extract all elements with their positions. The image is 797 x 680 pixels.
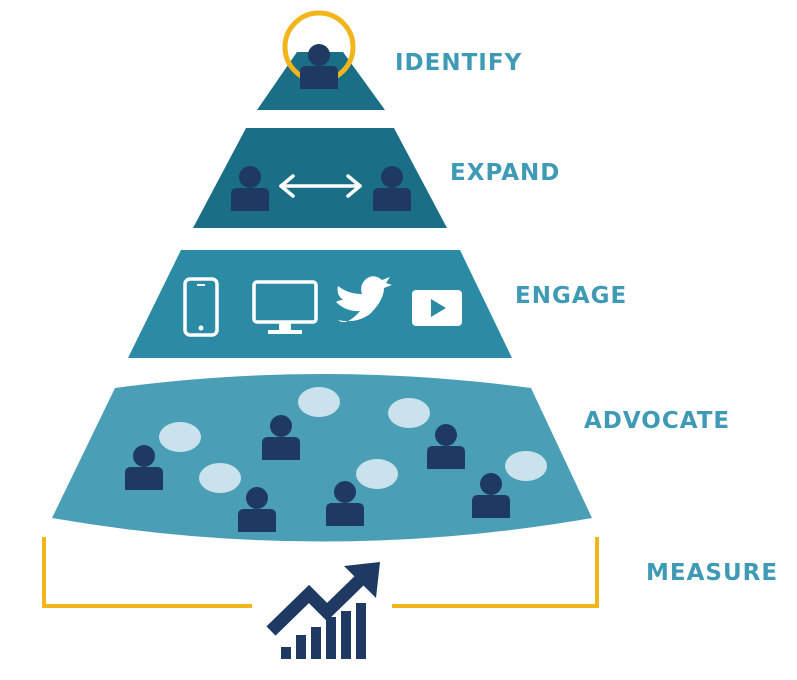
stage-label-advocate: ADVOCATE xyxy=(584,408,731,434)
speech-bubble-icon xyxy=(298,387,340,417)
person-icon xyxy=(300,44,338,89)
speech-bubble-icon xyxy=(356,459,398,489)
growth-chart-icon xyxy=(266,562,380,659)
speech-bubble-icon xyxy=(505,451,547,481)
speech-bubble-icon xyxy=(388,398,430,428)
tier-advocate xyxy=(52,374,592,542)
stage-label-measure: MEASURE xyxy=(646,560,779,586)
tier-expand-shape xyxy=(193,128,447,228)
speech-bubble-icon xyxy=(199,463,241,493)
stage-label-identify: IDENTIFY xyxy=(395,50,523,76)
speech-bubble-icon xyxy=(159,422,201,452)
stage-label-engage: ENGAGE xyxy=(515,283,628,309)
tier-engage xyxy=(128,250,512,358)
tier-identify xyxy=(257,10,385,110)
tier-advocate-shape xyxy=(52,374,592,542)
double-arrow-icon xyxy=(279,174,362,198)
monitor-icon xyxy=(252,280,318,334)
measure-bracket xyxy=(42,537,599,608)
tier-engage-shape xyxy=(128,250,512,358)
stage-label-expand: EXPAND xyxy=(450,160,561,186)
twitter-bird-icon xyxy=(336,276,392,323)
video-play-icon xyxy=(412,290,462,326)
tier-expand xyxy=(193,128,447,228)
smartphone-icon xyxy=(183,277,219,337)
